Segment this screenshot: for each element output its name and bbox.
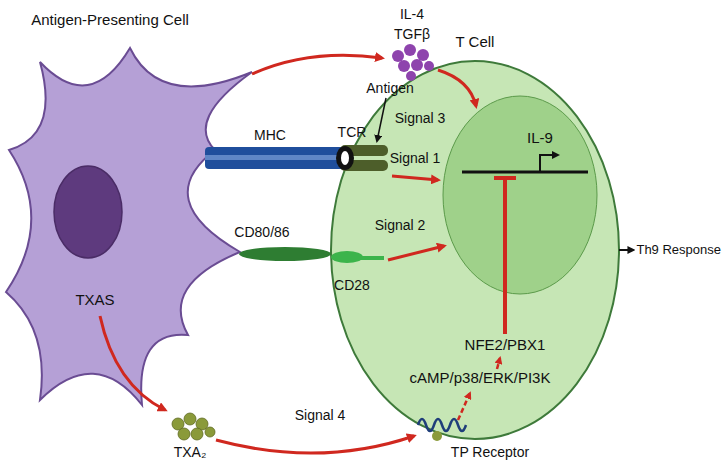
txa2-dots	[172, 413, 215, 440]
apc-outline	[0, 0, 275, 430]
cytokine-label: IL-4	[400, 5, 424, 23]
cytokine-dots	[392, 44, 434, 81]
pathway-arrows	[458, 358, 500, 420]
signal-label: Signal 3	[395, 109, 446, 127]
receptor-label: TP Receptor	[451, 443, 529, 461]
response-label: Th9 Response	[636, 241, 721, 259]
il9-gene	[462, 155, 588, 172]
antigen-presenting-cell: Antigen-Presenting CellTXAS	[0, 0, 275, 430]
factor-label: NFE2/PBX1	[465, 336, 546, 354]
cd80-86-molecule	[239, 247, 331, 261]
antigen-pointer	[377, 98, 386, 141]
signal-label: Signal 1	[390, 149, 441, 167]
nucleus-outline	[442, 95, 598, 295]
cell-heading: Antigen-Presenting Cell	[31, 11, 189, 29]
molecule-label: CD80/86	[234, 223, 289, 241]
molecule-label: CD28	[334, 276, 370, 294]
nucleus: IL-9	[442, 95, 598, 295]
t-cell: IL-9 T CellNFE2/PBX1cAMP/p38/ERK/PI3K	[330, 60, 620, 440]
molecule-label: MHC	[254, 126, 286, 144]
signal-label: Signal 4	[295, 406, 346, 424]
enzyme-label: TXAS	[75, 291, 114, 309]
cd28-receptor	[331, 251, 384, 263]
gene-label: IL-9	[527, 129, 553, 147]
mediator-label: TXA₂	[174, 443, 207, 461]
inhibition-bar	[494, 178, 516, 334]
tp-receptor	[418, 419, 466, 441]
cell-heading: T Cell	[456, 33, 495, 51]
signal-arrows	[100, 55, 476, 453]
tcr-receptor	[336, 145, 388, 171]
cytokine-label: TGFβ	[394, 25, 430, 43]
antigen-label: Antigen	[366, 79, 413, 97]
response-arrow	[619, 249, 633, 251]
molecule-label: TCR	[338, 123, 367, 141]
signal-label: Signal 2	[375, 216, 426, 234]
pathway-label: cAMP/p38/ERK/PI3K	[410, 369, 551, 387]
mhc-molecule	[205, 147, 345, 169]
